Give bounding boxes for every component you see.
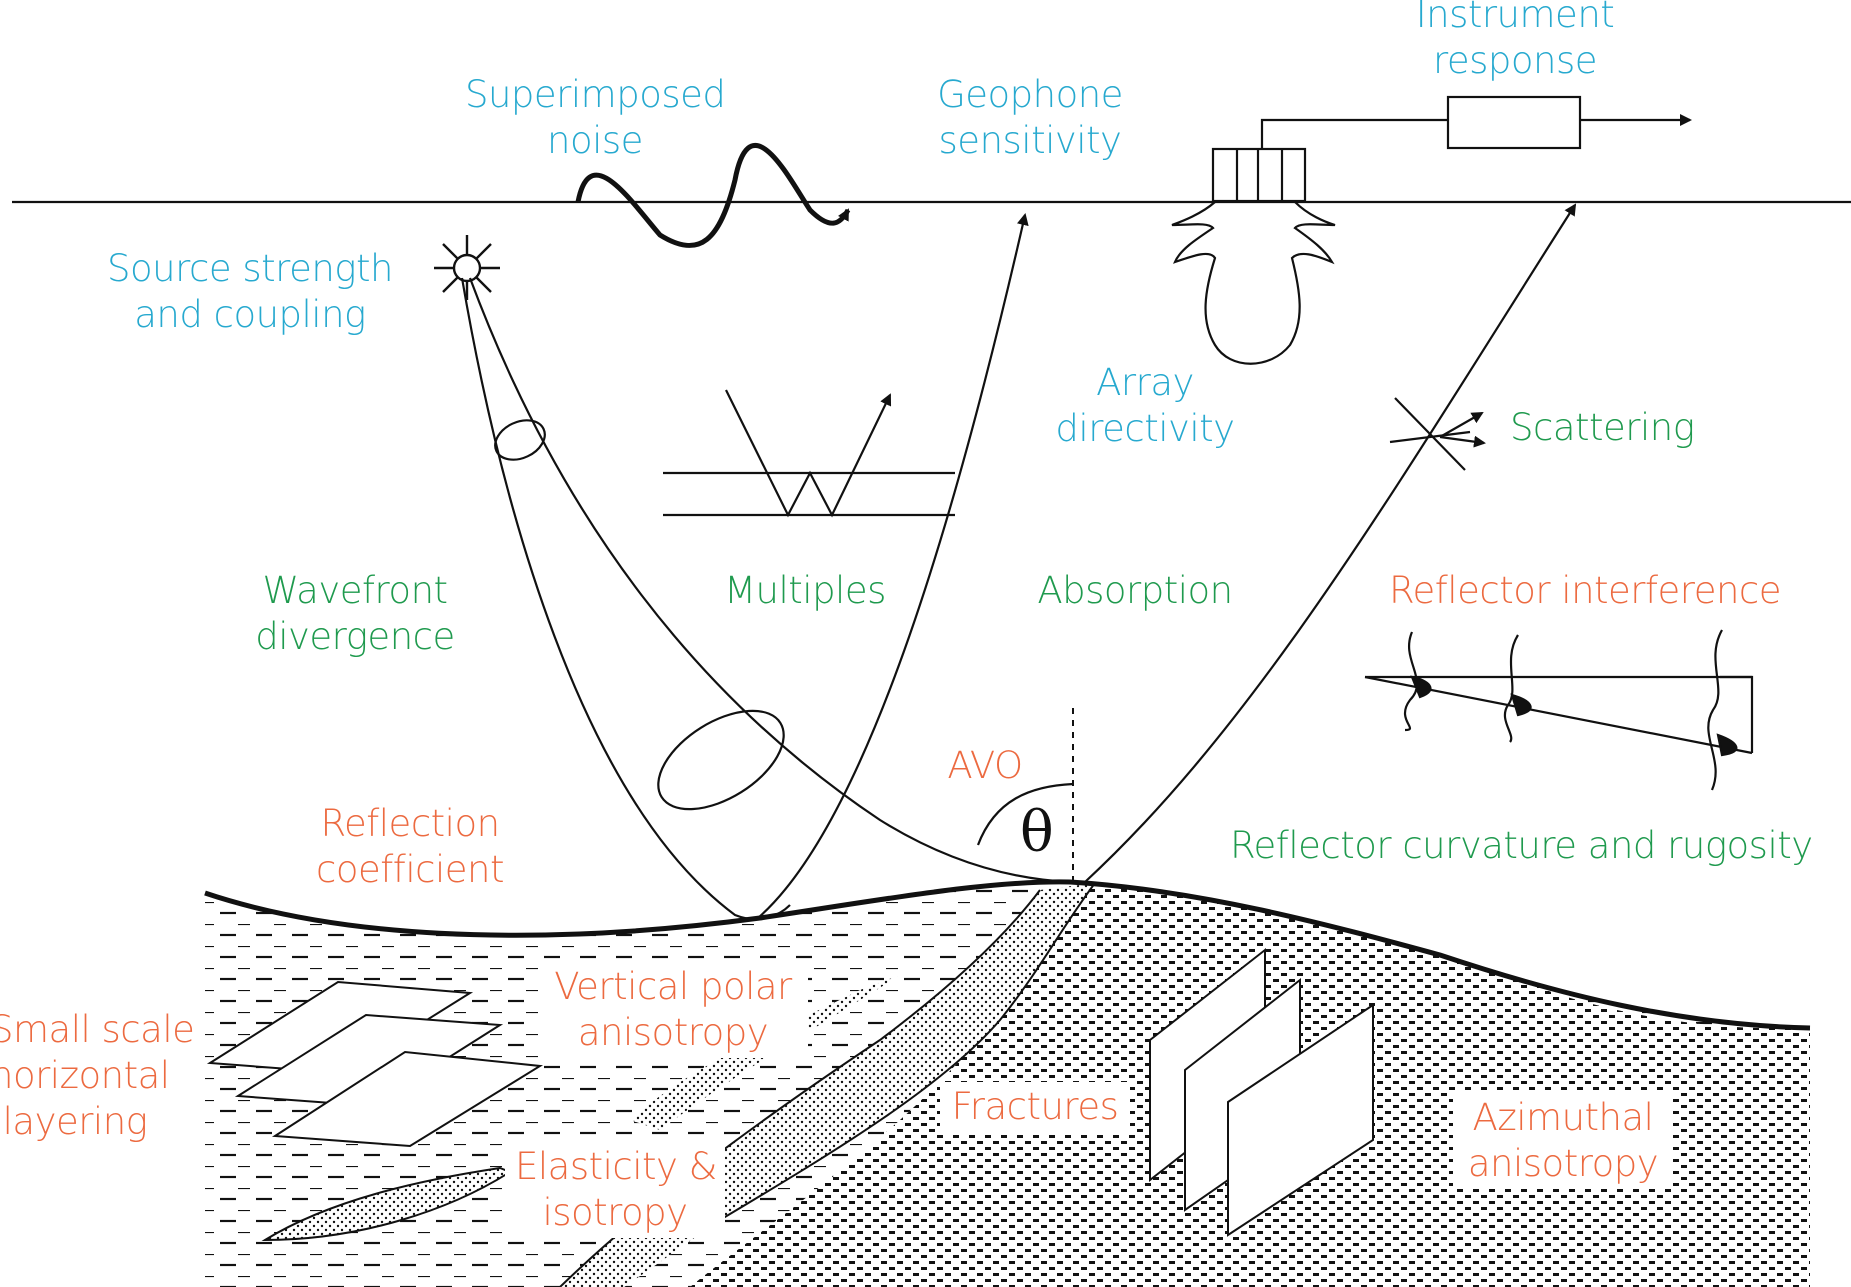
label-scattering: Scattering (1510, 406, 1695, 449)
label-wavefront-divergence: Wavefront divergence (255, 569, 455, 658)
label-reflection-coefficient: Reflection coefficient (316, 802, 504, 891)
label-azimuthal-anisotropy: Azimuthal anisotropy (1453, 1093, 1673, 1189)
label-elasticity-isotropy: Elasticity & isotropy (505, 1142, 725, 1238)
label-multiples: Multiples (724, 569, 886, 612)
label-source-strength: Source strength and coupling (107, 247, 393, 336)
label-small-scale-layering: Small scale horizontal layering (0, 1007, 195, 1145)
layering-planes (206, 980, 544, 1148)
label-avo: AVO (947, 744, 1023, 787)
reflected-ray-geophone (757, 213, 1029, 919)
label-fractures: Fractures (940, 1082, 1130, 1132)
multiples-diagram (663, 389, 955, 518)
label-vertical-polar-anisotropy: Vertical polar anisotropy (538, 962, 808, 1058)
geophone-icon (1171, 118, 1448, 365)
label-reflector-interference: Reflector interference (1388, 569, 1782, 612)
wavefront-cone (460, 277, 1071, 921)
label-reflector-curvature: Reflector curvature and rugosity (1230, 824, 1813, 867)
label-instrument-response: Instrument response (1415, 0, 1615, 82)
fracture-planes (1149, 947, 1374, 1237)
reflector-interference-diagram (1364, 629, 1754, 791)
angle-arc (976, 782, 1074, 846)
label-geophone-sensitivity: Geophone sensitivity (937, 73, 1123, 162)
theta-symbol: θ (1020, 800, 1054, 865)
label-superimposed-noise: Superimposed noise (465, 73, 726, 162)
noise-wiggle (575, 143, 851, 248)
label-array-directivity: Array directivity (1055, 361, 1235, 450)
instrument-box (1446, 95, 1582, 150)
scattering-symbol (1389, 397, 1486, 471)
reflected-ray-scattering (1084, 203, 1577, 883)
source-star-icon (434, 235, 500, 300)
label-absorption: Absorption (1037, 569, 1233, 612)
